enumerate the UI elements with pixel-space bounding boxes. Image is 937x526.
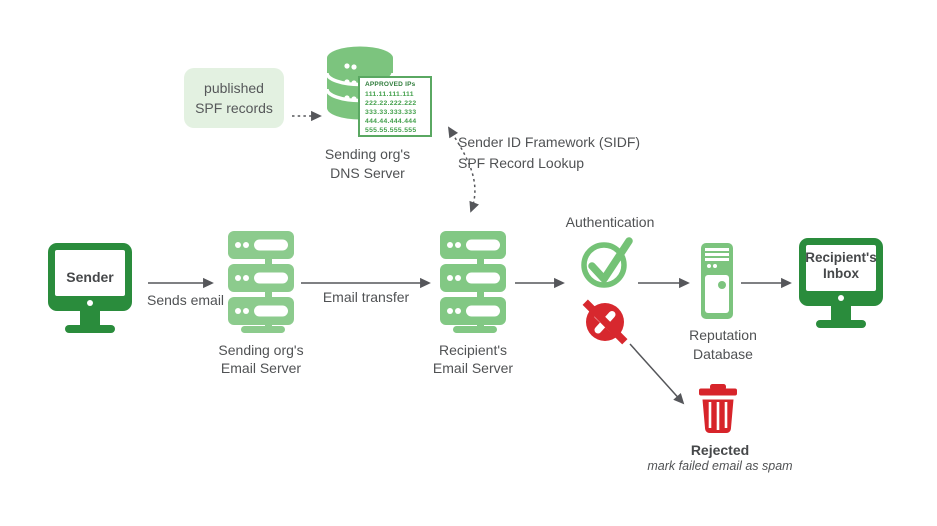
inbox-label: Recipient's Inbox — [805, 250, 877, 281]
check-circle-icon — [581, 237, 633, 288]
sender-label: Sender — [66, 269, 114, 285]
spf-lookup-label: Sender ID Framework (SIDF) SPF Record Lo… — [458, 134, 641, 171]
trash-icon — [699, 384, 737, 434]
approved-ip: 222.22.222.222 — [365, 100, 417, 107]
recipient-server-stack-icon — [440, 231, 506, 333]
sends-email-label: Sends email — [147, 292, 225, 308]
sender-monitor-icon — [48, 243, 132, 333]
approved-ips-header: APPROVED IPs — [365, 81, 416, 88]
dns-server-label: Sending org's DNS Server — [324, 146, 411, 181]
rejected-sublabel: mark failed email as spam — [647, 459, 793, 473]
approved-ips-paper-icon: APPROVED IPs 111.11.111.111 222.22.222.2… — [358, 76, 432, 137]
approved-ip: 444.44.444.444 — [365, 118, 417, 125]
approved-ip: 333.33.333.333 — [365, 109, 417, 116]
authentication-label: Authentication — [565, 214, 655, 230]
rejected-label: Rejected — [690, 442, 750, 458]
inbox-monitor-icon — [799, 238, 883, 328]
recipient-server-label: Recipient's Email Server — [432, 342, 514, 376]
published-spf-records-box: published SPF records — [184, 68, 284, 128]
approved-ip: 555.55.555.555 — [365, 127, 417, 134]
arrow-spf-lookup-dashed — [447, 126, 479, 213]
arrow-to-rejected — [629, 343, 685, 405]
email-transfer-label: Email transfer — [322, 289, 410, 305]
server-tower-icon — [701, 243, 733, 319]
x-circle-icon — [582, 299, 628, 345]
sending-server-stack-icon — [228, 231, 294, 333]
approved-ip: 111.11.111.111 — [365, 91, 414, 98]
reputation-db-label: Reputation Database — [689, 327, 757, 362]
sending-server-label: Sending org's Email Server — [218, 342, 304, 376]
